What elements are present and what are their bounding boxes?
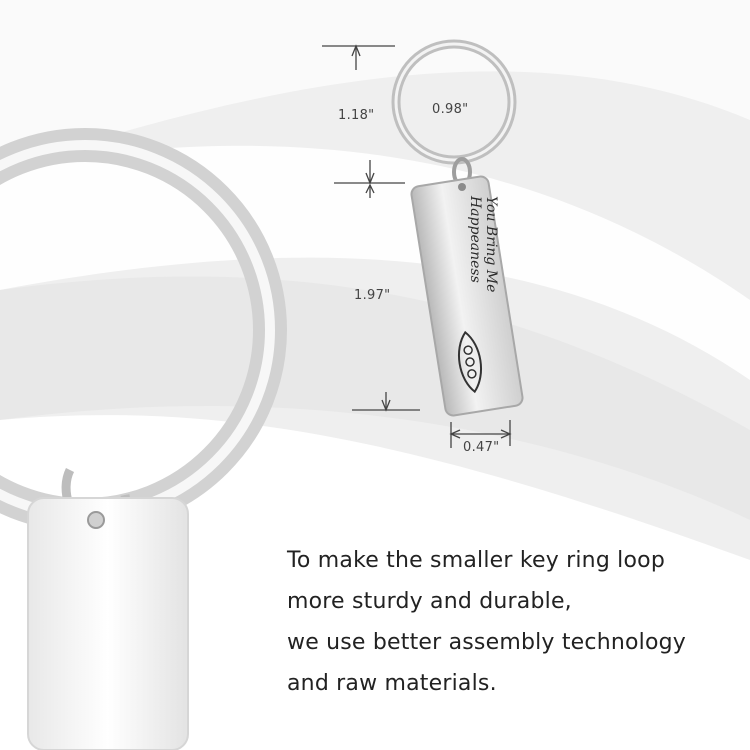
key-tag-hole bbox=[458, 183, 466, 191]
pea-pod-icon bbox=[458, 330, 482, 394]
caption-line-1: To make the smaller key ring loop bbox=[287, 548, 665, 573]
caption-line-3: we use better assembly technology bbox=[287, 630, 687, 655]
caption-line-4: and raw materials. bbox=[287, 671, 497, 696]
engraving-line-2: Happeaness bbox=[467, 196, 483, 283]
key-tag bbox=[410, 175, 524, 417]
tag-width-label: 0.47" bbox=[463, 440, 500, 455]
swoosh-middle bbox=[0, 145, 750, 380]
key-ring-highlight bbox=[394, 42, 514, 162]
swoosh-lower bbox=[0, 276, 750, 520]
swoosh-top bbox=[0, 0, 750, 170]
ring-diameter-label: 0.98" bbox=[432, 102, 469, 117]
dimension-lines bbox=[322, 44, 512, 448]
caption-line-2: more sturdy and durable, bbox=[287, 589, 572, 614]
tag-length-label: 1.97" bbox=[354, 288, 391, 303]
feature-caption: To make the smaller key ring loop more s… bbox=[287, 540, 737, 704]
ring-height-label: 1.18" bbox=[338, 108, 375, 123]
large-tag-hole bbox=[87, 511, 105, 529]
engraving-line-1: You Bring Me bbox=[483, 196, 499, 293]
tag-engraving: You Bring Me Happeaness bbox=[441, 196, 501, 326]
large-tag bbox=[27, 497, 189, 750]
